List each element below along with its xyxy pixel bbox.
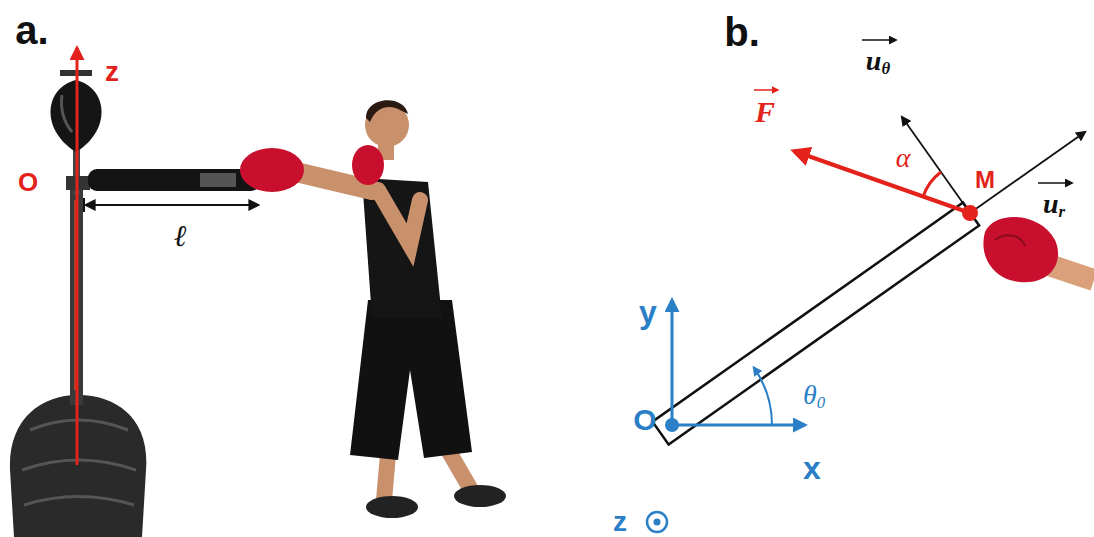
axis-label: M <box>975 168 995 192</box>
axis-label: O <box>18 169 38 195</box>
z-axis <box>76 48 79 465</box>
alpha-arc <box>923 172 941 197</box>
z-out-symbol <box>647 512 667 532</box>
boxer-figure <box>240 100 506 518</box>
theta-arc <box>754 367 772 425</box>
axis-label: y <box>639 296 657 328</box>
axis-label: a. <box>15 10 48 50</box>
axis-label: θ0 <box>803 381 825 412</box>
glove <box>983 217 1094 282</box>
axis-label: x <box>803 452 821 484</box>
punching-stand <box>10 70 260 537</box>
vector-accent <box>754 89 778 91</box>
rod <box>652 203 979 445</box>
axis-label: uθ <box>866 47 890 78</box>
axis-label: F <box>755 97 775 127</box>
ur-vector <box>970 132 1085 213</box>
vector-accent <box>1038 182 1072 184</box>
axis-label: O <box>633 405 656 435</box>
origin-dot <box>665 418 679 432</box>
axis-label: z <box>613 508 627 536</box>
utheta-vector <box>902 117 970 213</box>
point-m <box>962 205 978 221</box>
axis-label: ur <box>1043 190 1065 221</box>
axis-label: b. <box>724 12 760 52</box>
x-axis <box>672 424 805 427</box>
force-vector <box>794 151 970 213</box>
vector-accent <box>862 39 896 41</box>
y-axis <box>671 300 674 425</box>
axis-label: α <box>896 144 911 172</box>
axis-label: z <box>105 58 119 86</box>
axis-label: ℓ <box>174 221 187 251</box>
length-dimension <box>84 198 258 212</box>
